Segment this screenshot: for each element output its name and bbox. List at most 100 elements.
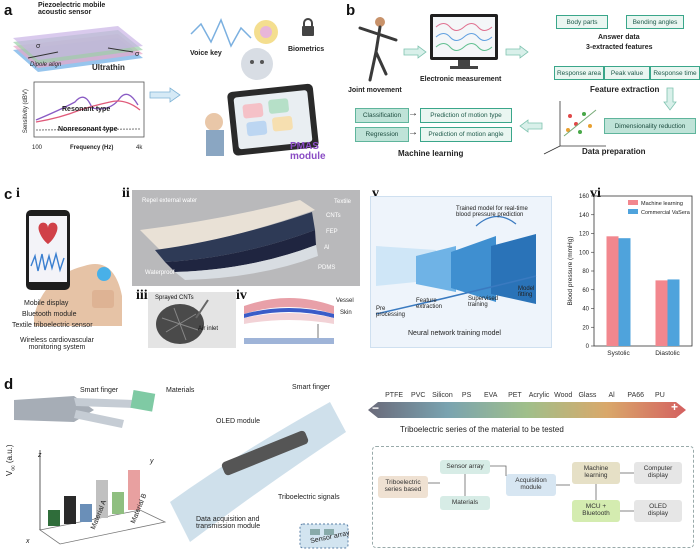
- freq-max: 4k: [136, 145, 143, 151]
- tribo-material-label: Glass: [578, 392, 597, 399]
- y-tick-label: 80: [582, 269, 589, 275]
- panel-b-label: b: [346, 2, 356, 19]
- y-tick-label: 160: [579, 194, 590, 200]
- arrow-b4: [519, 119, 543, 133]
- sensitivity-y-label: Sensitivity (dBV): [22, 89, 29, 134]
- y-tick-label: 120: [579, 232, 590, 238]
- sigma-left: σ: [36, 43, 41, 50]
- dancer-illustration: [358, 17, 398, 82]
- joint-movement-label: Joint movement: [348, 87, 402, 94]
- tribo-material-label: EVA: [483, 392, 498, 399]
- y-axis-label: Blood pressure (mmHg): [567, 237, 574, 306]
- sensitivity-plot: [33, 81, 145, 138]
- flow-mcu-box: MCU + Bluetooth: [572, 500, 620, 522]
- oled-module-label: OLED module: [216, 418, 260, 425]
- arrow-b3: [663, 87, 677, 111]
- panel-c-v: v: [372, 186, 379, 201]
- dipole-label: Dipole align: [30, 62, 62, 68]
- tribo-material-label: PET: [508, 392, 522, 399]
- sprayed-cnts-photo: [148, 292, 236, 348]
- nonresonant-label: Nonresonant type: [58, 126, 118, 133]
- materials-label: Materials: [166, 387, 195, 394]
- voc-unit: (a.u.): [5, 444, 14, 464]
- piezo-film-illustration: [13, 26, 143, 72]
- response-time-box: Response time: [650, 66, 700, 80]
- panel-a-label: a: [4, 2, 13, 19]
- skin-label: Skin: [340, 310, 352, 316]
- tribo-material-label: Acrylic: [528, 392, 550, 399]
- bar-ml: [655, 280, 668, 346]
- phone-wrist-illustration: [26, 210, 122, 326]
- sensor-title: Piezoelectric mobile acoustic sensor: [38, 2, 106, 17]
- legend-label: Machine learning: [641, 201, 683, 207]
- tribo-series-title: Triboelectric series of the material to …: [400, 425, 564, 434]
- freq-x-label: Frequency (Hz): [70, 145, 114, 151]
- layer-textile-label: Textile: [334, 199, 352, 205]
- dim-reduction-box: Dimensionality reduction: [604, 118, 696, 134]
- pre-processing-label: Pre processing: [376, 306, 406, 319]
- panel-d-label: d: [4, 376, 14, 393]
- bar-vasera: [667, 279, 680, 346]
- bending-angles-box: Bending angles: [626, 15, 684, 29]
- sigma-right: σ: [135, 51, 140, 58]
- machine-learning-label: Machine learning: [398, 149, 464, 158]
- legend-swatch: [628, 200, 638, 205]
- voice-key-label: Voice key: [190, 50, 222, 57]
- three-features-label: 3-extracted features: [586, 44, 653, 51]
- freq-min: 100: [32, 145, 43, 151]
- arrow-class: →: [408, 108, 418, 119]
- x-tick-label: Diastolic: [655, 350, 680, 357]
- tribo-material-label: PTFE: [385, 392, 404, 399]
- pmas-label: PMAS module: [290, 141, 326, 162]
- layer-al-label: Al: [324, 245, 330, 251]
- vessel-label: Vessel: [336, 298, 354, 304]
- voc-sub: oc: [10, 465, 17, 471]
- x-tick-label: Systolic: [607, 350, 630, 357]
- plus-sign: +: [671, 400, 679, 414]
- panel-c-i: i: [16, 186, 20, 201]
- voc-v: V: [5, 470, 14, 476]
- flow-materials-box: Materials: [440, 496, 490, 510]
- pred-angle-box: Prediction of motion angle: [420, 127, 512, 142]
- phone-tablet-illustration: [205, 83, 319, 156]
- bar3d-illustration: [39, 450, 167, 545]
- nn-model-label: Neural network training model: [408, 330, 501, 337]
- feature-extraction-label: Feature extraction: [590, 85, 660, 94]
- daq-label: Data acquisition and transmission module: [196, 516, 261, 531]
- data-preparation-label: Data preparation: [582, 147, 646, 156]
- panel-c-ii: ii: [122, 186, 130, 201]
- tribo-material-label: PU: [655, 392, 665, 399]
- flow-oled-box: OLED display: [634, 500, 682, 522]
- y-tick-label: 40: [582, 307, 589, 313]
- monitor-illustration: [430, 14, 498, 69]
- panel-c-label: c: [4, 186, 13, 203]
- lock-icon: [302, 18, 314, 36]
- layer-pdms-label: PDMS: [318, 265, 336, 271]
- tribo-material-label: PS: [461, 392, 472, 399]
- model-fitting-label: Model fitting: [518, 286, 535, 299]
- supervised-label: Supervised training: [468, 296, 499, 309]
- layers-illustration: [140, 200, 318, 280]
- y-tick-label: 100: [579, 250, 590, 256]
- minus-sign: −: [372, 401, 380, 415]
- pred-type-box: Prediction of motion type: [420, 108, 512, 123]
- axis-y: y: [150, 458, 154, 465]
- tribo-material-label: Wood: [554, 392, 573, 399]
- robot-hand-illustration: [14, 390, 156, 428]
- panel-c-vi: vi: [590, 186, 601, 201]
- tribo-signals-label: Triboelectric signals: [278, 494, 340, 501]
- flow-ml-box: Machine learning: [572, 462, 620, 484]
- robot-head-illustration: [241, 48, 273, 80]
- tribo-gradient-arrow: [368, 402, 686, 418]
- regression-box: Regression: [355, 127, 409, 142]
- y-tick-label: 60: [582, 288, 589, 294]
- resonant-label: Resonant type: [62, 106, 111, 113]
- tribo-material-label: Al: [608, 392, 615, 399]
- bar-ml: [606, 236, 619, 346]
- scatter-3d-illustration: [543, 101, 606, 155]
- bar-vasera: [618, 238, 631, 346]
- legend-swatch: [628, 209, 638, 214]
